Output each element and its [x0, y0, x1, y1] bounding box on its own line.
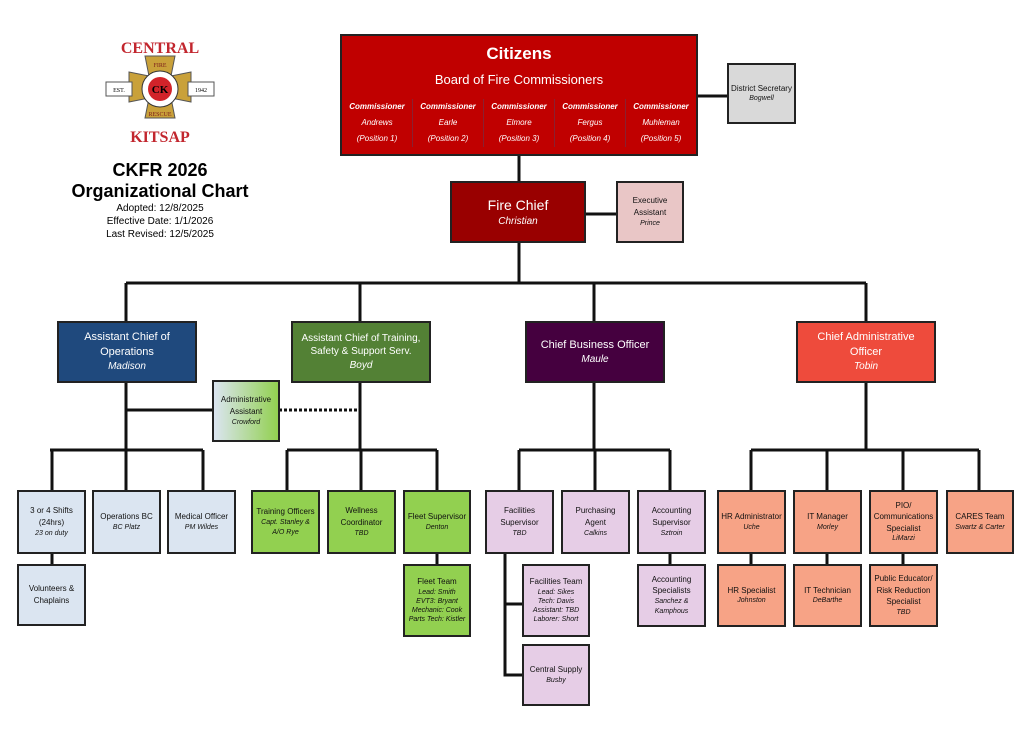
title-block: CKFR 2026 Organizational Chart Adopted: …	[50, 160, 270, 241]
public-educator-box: Public Educator/ Risk Reduction Speciali…	[869, 564, 938, 627]
volunteers-box: Volunteers & Chaplains	[17, 564, 86, 626]
adopted-date: Adopted: 12/8/2025	[116, 203, 204, 214]
board-subtitle: Board of Fire Commissioners	[434, 71, 604, 87]
board-title: Citizens	[486, 44, 552, 63]
svg-text:FIRE: FIRE	[153, 63, 166, 69]
board-box: Citizens Board of Fire Commissioners Com…	[340, 34, 698, 156]
chart-title: CKFR 2026	[112, 160, 208, 180]
ckfr-logo: CK EST. 1942 FIRE RESCUE CENTRAL KITSAP	[105, 40, 215, 146]
svg-text:CK: CK	[152, 84, 169, 96]
training-chief-box: Assistant Chief of Training, Safety & Su…	[291, 321, 431, 383]
svg-text:RESCUE: RESCUE	[148, 112, 171, 118]
effective-date: Effective Date: 1/1/2026	[106, 216, 214, 227]
chart-subtitle: Organizational Chart	[71, 181, 249, 201]
svg-text:CENTRAL: CENTRAL	[121, 40, 199, 57]
revised-date: Last Revised: 12/5/2025	[106, 229, 214, 240]
svg-text:KITSAP: KITSAP	[130, 129, 190, 146]
svg-text:1942: 1942	[195, 88, 207, 94]
shifts-box: 3 or 4 Shifts (24hrs)23 on duty	[17, 490, 86, 554]
svg-text:EST.: EST.	[113, 88, 125, 94]
